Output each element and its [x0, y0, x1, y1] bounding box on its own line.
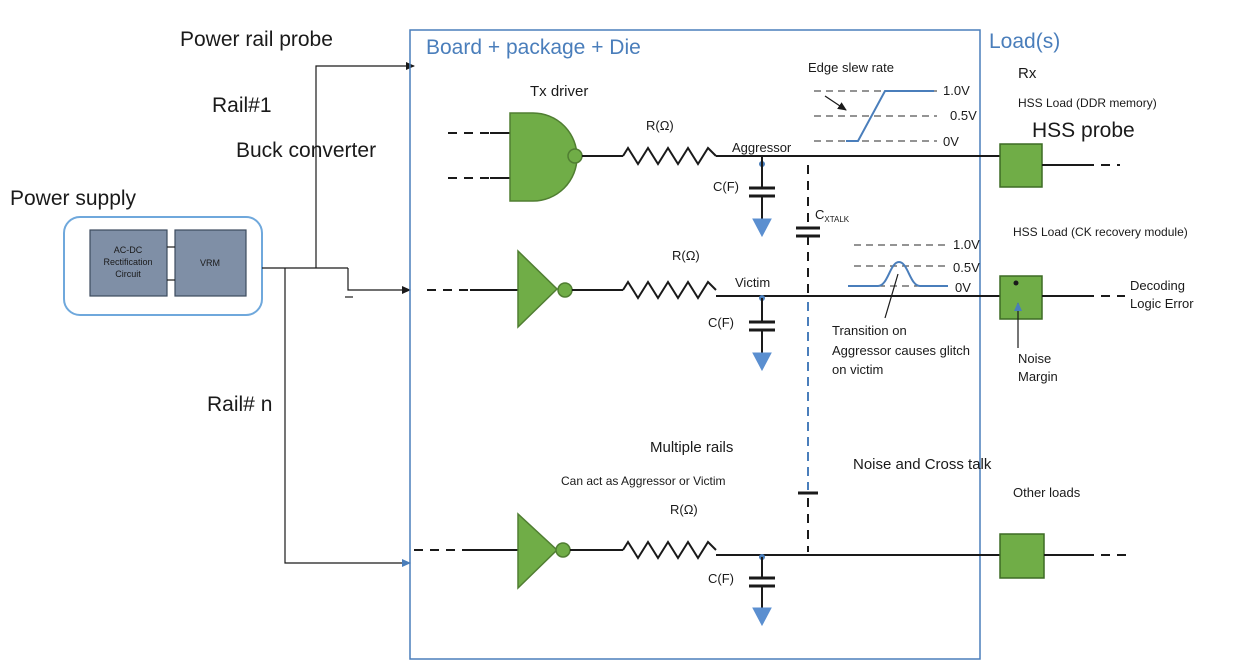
edge-slew-rate-label: Edge slew rate	[808, 60, 894, 75]
victim-buffer	[517, 249, 559, 329]
hss-load-ck-label: HSS Load (CK recovery module)	[1013, 225, 1188, 239]
glitch-waveform	[848, 260, 948, 287]
other-load	[999, 533, 1045, 579]
acdc-block	[89, 229, 168, 297]
decoding-label-2: Logic Error	[1130, 296, 1194, 311]
board-label: Board + package + Die	[426, 36, 641, 59]
hss-probe-label: HSS probe	[1032, 119, 1135, 142]
cap-2-label: C(F)	[708, 315, 734, 330]
can-act-label: Can act as Aggressor or Victim	[561, 474, 726, 488]
transition-note-1: Transition on	[832, 323, 907, 338]
edge-waveform	[846, 90, 934, 142]
acdc-label-3: Circuit	[115, 269, 141, 279]
acdc-label-1: AC-DC	[114, 245, 143, 255]
nand-gate	[509, 112, 578, 202]
transition-note-2: Aggressor causes glitch	[832, 343, 970, 358]
glitch-v1-label: 1.0V	[953, 237, 980, 252]
nand-bubble	[567, 148, 583, 164]
cap-1-label: C(F)	[713, 179, 739, 194]
resistor-3-label: R(Ω)	[670, 502, 698, 517]
resistor-1	[622, 146, 717, 166]
vrm-block	[174, 229, 247, 297]
resistor-2	[622, 280, 717, 300]
buck-converter-label: Buck converter	[236, 139, 376, 162]
v05-label: 0.5V	[950, 108, 977, 123]
aggressor-label: Aggressor	[732, 140, 792, 155]
ground-2-icon	[752, 352, 772, 372]
v0-label: 0V	[943, 134, 959, 149]
noise-crosstalk-label: Noise and Cross talk	[853, 456, 992, 473]
acdc-label-2: Rectification	[103, 257, 152, 267]
power-supply-label: Power supply	[10, 187, 137, 210]
rail1-label: Rail#1	[212, 94, 272, 117]
resistor-3	[622, 540, 717, 560]
rail-n-line	[284, 268, 411, 567]
transition-note-3: on victim	[832, 362, 883, 377]
hss-load-ddr-label: HSS Load (DDR memory)	[1018, 96, 1157, 110]
decoding-label-1: Decoding	[1130, 278, 1185, 293]
hss-load-ddr	[999, 143, 1043, 188]
board-package-die-box	[409, 29, 981, 660]
cap-3-label: C(F)	[708, 571, 734, 586]
multiple-rails-label: Multiple rails	[650, 439, 733, 456]
hss-load-ck	[999, 275, 1043, 320]
noise-margin-label-2: Margin	[1018, 369, 1058, 384]
rail1-line	[347, 268, 411, 294]
rail-probe-line	[315, 62, 415, 268]
vrm-label: VRM	[200, 258, 220, 268]
resistor-2-label: R(Ω)	[672, 248, 700, 263]
rail-n-label: Rail# n	[207, 393, 272, 416]
v1-label: 1.0V	[943, 83, 970, 98]
ground-1-icon	[752, 218, 772, 238]
glitch-v0-label: 0V	[955, 280, 971, 295]
ground-3-icon	[752, 607, 772, 627]
victim-label: Victim	[735, 275, 770, 290]
other-loads-label: Other loads	[1013, 485, 1081, 500]
loads-label: Load(s)	[989, 30, 1060, 53]
rx-label: Rx	[1018, 65, 1037, 82]
power-rail-probe-label: Power rail probe	[180, 28, 333, 51]
glitch-v05-label: 0.5V	[953, 260, 980, 275]
tx-driver-label: Tx driver	[530, 83, 588, 100]
resistor-1-label: R(Ω)	[646, 118, 674, 133]
noise-margin-label-1: Noise	[1018, 351, 1051, 366]
cxtalk-label: CXTALK	[815, 207, 850, 224]
rail-n-buffer	[517, 512, 559, 590]
